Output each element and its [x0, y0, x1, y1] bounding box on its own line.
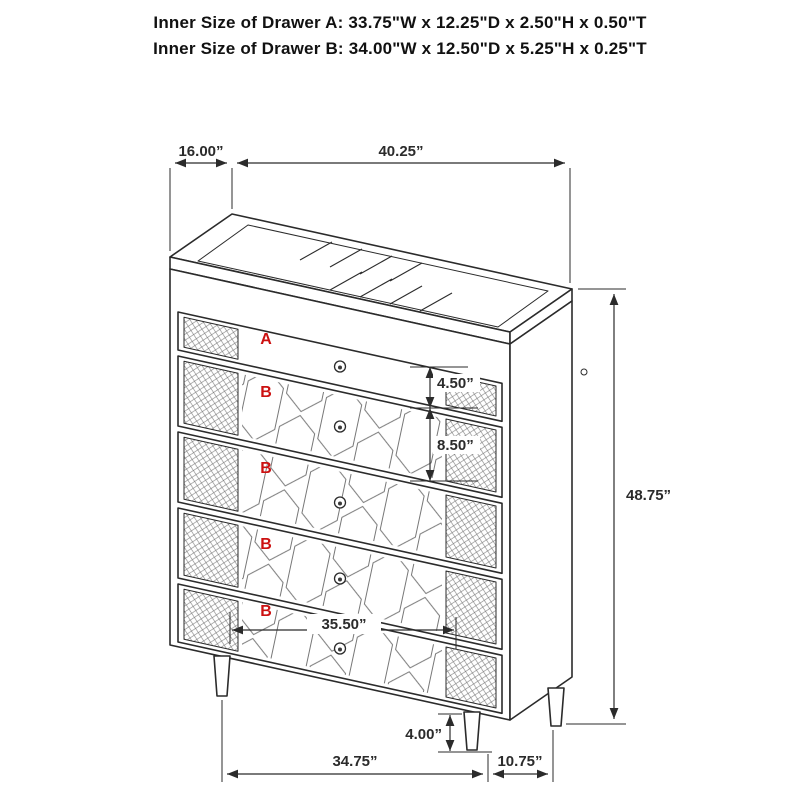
- dim-top-width-label: 40.25”: [378, 143, 423, 160]
- front-left-leg: [213, 655, 231, 697]
- dim-overall-height-label: 48.75”: [626, 487, 671, 504]
- drawer-left-lattice-panel: [183, 436, 239, 512]
- drawer-letter-label: B: [260, 384, 272, 401]
- dim-drawer-inner-width-label: 35.50”: [321, 616, 366, 633]
- dim-leg-height: 4.00”: [405, 713, 492, 753]
- drawer-right-lattice-panel: [445, 494, 497, 569]
- dim-overall-height: 48.75”: [566, 288, 671, 725]
- header: Inner Size of Drawer A: 33.75"W x 12.25"…: [0, 10, 800, 62]
- dim-drawer-b-height: 8.50”: [410, 408, 480, 482]
- back-right-leg: [547, 687, 565, 727]
- drawer-b-1: B: [177, 355, 503, 499]
- drawer-right-lattice-panel: [445, 570, 497, 645]
- drawer-letter-label: A: [260, 331, 272, 348]
- chest-top-inset: [197, 224, 549, 328]
- drawer-b-3: B: [177, 507, 503, 651]
- dim-top-width: 40.25”: [237, 143, 571, 283]
- drawer-knob: [333, 420, 347, 433]
- dim-drawer-b-height-label: 8.50”: [437, 437, 474, 454]
- front-right-leg: [463, 711, 481, 751]
- drawer-right-lattice-panel: [445, 646, 497, 709]
- drawer-letter-label: B: [260, 603, 272, 620]
- drawer-knob: [333, 360, 347, 373]
- side-hardware-dot: [580, 368, 588, 376]
- dim-drawer-inner-width: 35.50”: [229, 612, 457, 649]
- dim-base-depth-label: 10.75”: [497, 753, 542, 770]
- drawer-b-4: B: [177, 583, 503, 715]
- dim-drawer-a-height: 4.50”: [410, 366, 480, 409]
- drawer-left-lattice-panel: [183, 360, 239, 436]
- drawer-knob: [333, 572, 347, 585]
- dim-leg-height-label: 4.00”: [405, 726, 442, 743]
- dim-base-width: 34.75”: [221, 700, 489, 782]
- drawer-knob: [333, 642, 347, 655]
- drawer-b-2: B: [177, 431, 503, 575]
- glass-reflection-hatches: [299, 241, 453, 312]
- drawer-a-inner-size-text: Inner Size of Drawer A: 33.75"W x 12.25"…: [153, 13, 647, 32]
- drawer-b-inner-size-text: Inner Size of Drawer B: 34.00"W x 12.50"…: [153, 39, 647, 58]
- dim-drawer-a-height-label: 4.50”: [437, 375, 474, 392]
- drawer-knob: [333, 496, 347, 509]
- dim-top-depth-label: 16.00”: [178, 143, 223, 160]
- drawer-left-lattice-panel: [183, 588, 239, 652]
- dim-base-depth: 10.75”: [493, 730, 554, 782]
- dim-base-width-label: 34.75”: [332, 753, 377, 770]
- dim-top-depth: 16.00”: [169, 143, 233, 251]
- chest-side-face: [509, 300, 573, 721]
- drawer-letter-label: B: [260, 536, 272, 553]
- drawer-left-lattice-panel: [183, 512, 239, 588]
- drawer-letter-label: B: [260, 460, 272, 477]
- drawer-left-lattice-panel: [183, 316, 239, 360]
